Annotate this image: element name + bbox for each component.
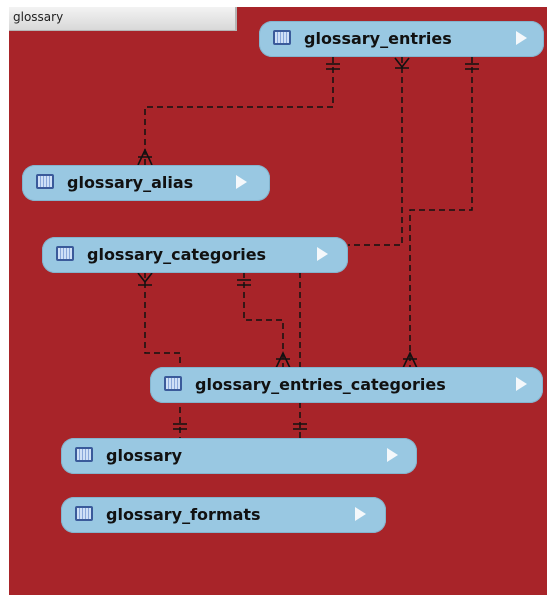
table-name: glossary_categories xyxy=(87,245,267,264)
table-glossary-entries[interactable]: glossary_entries xyxy=(259,21,544,57)
table-icon xyxy=(75,506,93,521)
table-name: glossary_entries_categories xyxy=(195,375,446,394)
expand-arrow-icon[interactable] xyxy=(516,377,527,391)
table-icon xyxy=(56,246,74,261)
table-icon xyxy=(164,376,182,391)
table-name: glossary xyxy=(106,446,183,465)
table-icon xyxy=(273,30,291,45)
table-glossary[interactable]: glossary xyxy=(61,438,417,474)
table-glossary-formats[interactable]: glossary_formats xyxy=(61,497,386,533)
expand-arrow-icon[interactable] xyxy=(317,247,328,261)
table-glossary-alias[interactable]: glossary_alias xyxy=(22,165,270,201)
relationship-line[interactable] xyxy=(144,57,334,165)
table-icon xyxy=(75,447,93,462)
table-glossary-categories[interactable]: glossary_categories xyxy=(42,237,348,273)
expand-arrow-icon[interactable] xyxy=(355,507,366,521)
layer-title-tab[interactable]: glossary xyxy=(9,7,237,31)
relationship-line[interactable] xyxy=(409,57,473,368)
table-name: glossary_alias xyxy=(67,173,194,192)
expand-arrow-icon[interactable] xyxy=(387,448,398,462)
table-icon xyxy=(36,174,54,189)
expand-arrow-icon[interactable] xyxy=(236,175,247,189)
table-name: glossary_entries xyxy=(304,29,452,48)
expand-arrow-icon[interactable] xyxy=(516,31,527,45)
relationship-line[interactable] xyxy=(348,57,403,246)
relationship-line[interactable] xyxy=(243,272,284,368)
layer-title: glossary xyxy=(13,10,64,24)
table-glossary-entries-categories[interactable]: glossary_entries_categories xyxy=(150,367,543,403)
table-name: glossary_formats xyxy=(106,505,261,524)
relationship-line[interactable] xyxy=(144,272,181,438)
